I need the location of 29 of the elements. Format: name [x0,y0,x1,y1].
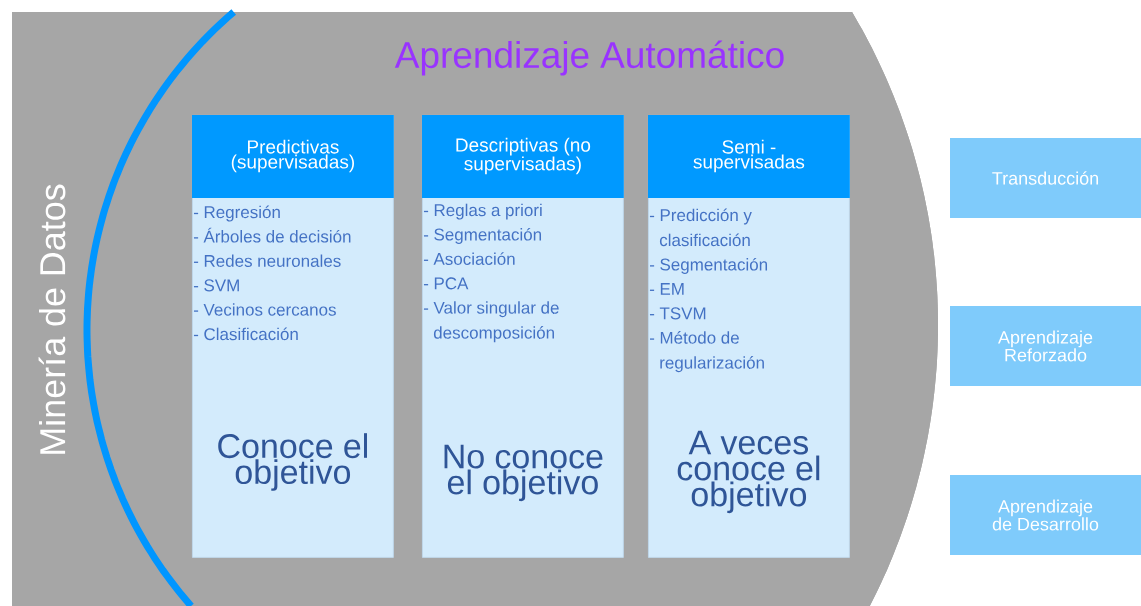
list-item: - Regresión [193,205,280,222]
list-item: - EM [649,283,684,295]
side-box: Aprendizaje de Desarrollo [950,475,1141,555]
list-item: - PCA [423,277,469,290]
column-header: Predictivas (supervisadas) [231,139,354,173]
list-item: - Segmentación [649,257,767,274]
list-item: - Valor singular de descomposición [423,301,559,343]
list-item: - SVM [193,279,239,292]
list-item: - Clasificación [193,327,298,341]
side-box: Aprendizaje Reforzado [950,306,1141,386]
column-caption: No conoce el objetivo [444,444,603,502]
column-caption: A veces conoce el objetivo [677,430,820,514]
column-caption: Conoce el objetivo [218,433,367,491]
column-header: Descriptivas (no supervisadas) [456,137,591,175]
column-card [192,115,394,558]
list-item: - TSVM [649,307,706,320]
list-item: - Árboles de decisión [193,227,351,243]
list-item: - Método de regularización [649,331,764,373]
list-item: - Asociación [423,252,515,265]
list-item: - Redes neuronales [193,254,341,267]
list-item: - Predicción y clasificación [649,208,752,247]
list-item: - Reglas a priori [423,203,542,220]
node-label: Aprendizaje Automático [394,40,784,76]
column-header: Semi - supervisadas [693,139,805,173]
side-box: Transducción [950,138,1141,218]
list-item: - Segmentación [423,227,541,244]
list-item: - Vecinos cercanos [193,303,336,316]
column-card [422,115,624,558]
column-card [648,115,850,558]
